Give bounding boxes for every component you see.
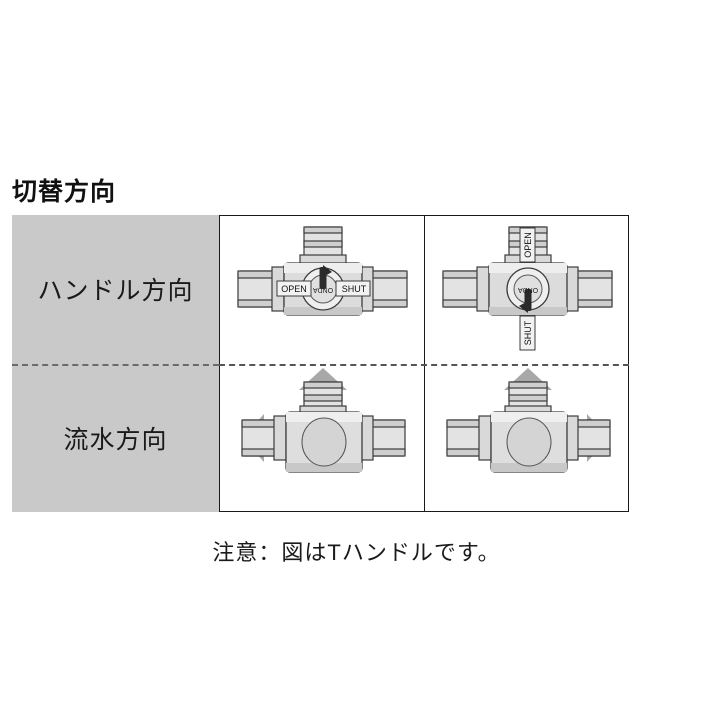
t-handle-valve-vertical-icon: ONDA OPEN SHUT bbox=[442, 226, 613, 351]
table-row: 流水方向 bbox=[12, 363, 629, 512]
open-plate: OPEN bbox=[276, 280, 312, 297]
open-plate: OPEN bbox=[519, 227, 536, 263]
shut-plate: SHUT bbox=[335, 280, 371, 297]
svg-text:OPEN: OPEN bbox=[281, 284, 307, 294]
figure-cell-handle-left: ONDA OPEN SHUT bbox=[219, 215, 424, 364]
brand-label: ONDA bbox=[313, 286, 334, 293]
figure-cell-handle-right: ONDA OPEN SHUT bbox=[424, 215, 629, 364]
figure-cell-flow-left bbox=[219, 363, 424, 512]
page-title: 切替方向 bbox=[12, 178, 117, 206]
row-label-flow-direction: 流水方向 bbox=[12, 363, 219, 512]
brand-label: ONDA bbox=[518, 286, 539, 293]
flow-valve-right-up-icon bbox=[446, 367, 611, 473]
table-row: ハンドル方向 bbox=[12, 215, 629, 364]
row-divider-dashed bbox=[219, 363, 629, 366]
shut-plate: SHUT bbox=[519, 315, 536, 351]
svg-text:SHUT: SHUT bbox=[342, 284, 367, 294]
label-divider-dashed bbox=[12, 363, 219, 366]
figure-cell-flow-right bbox=[424, 363, 629, 512]
direction-table: ハンドル方向 bbox=[12, 215, 629, 512]
t-handle-valve-horizontal-icon: ONDA OPEN SHUT bbox=[237, 226, 408, 316]
svg-text:SHUT: SHUT bbox=[523, 320, 533, 345]
row-label-handle-direction: ハンドル方向 bbox=[12, 215, 219, 364]
svg-text:OPEN: OPEN bbox=[523, 232, 533, 258]
note-text: 注意：図はTハンドルです。 bbox=[212, 540, 501, 565]
flow-valve-left-up-icon bbox=[241, 367, 406, 473]
